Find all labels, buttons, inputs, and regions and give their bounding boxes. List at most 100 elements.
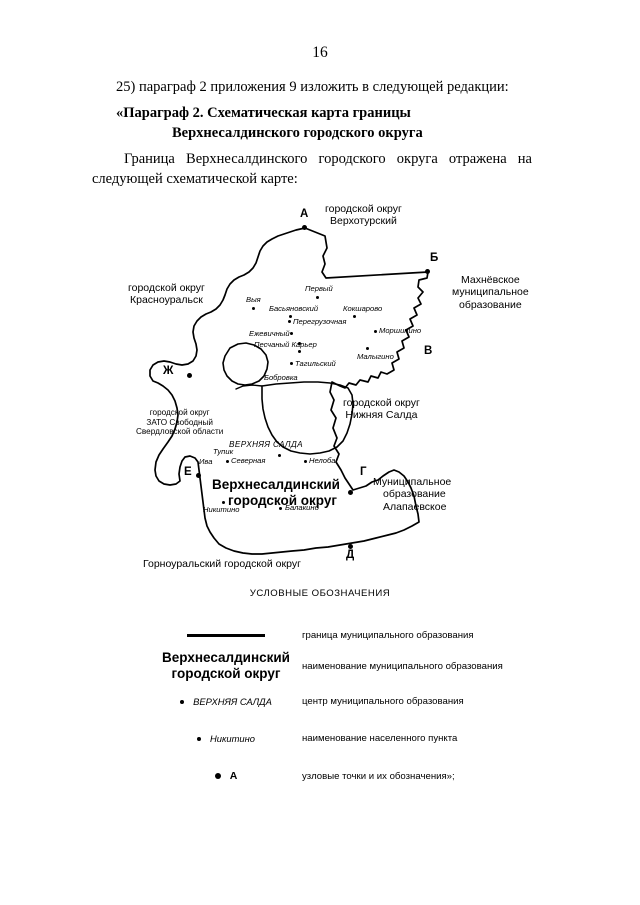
neighbour-zato-svobodny-line1: городской округ: [149, 408, 210, 417]
node-point-a-dot: [302, 225, 307, 230]
settlement-pervyy-dot: [316, 296, 319, 299]
neighbour-nizhnyaya-salda: городской округ Нижняя Салда: [343, 397, 420, 422]
settlement-severnaya-label: Северная: [231, 456, 266, 465]
legend-desc-node-points: узловые точки и их обозначения»;: [302, 770, 455, 782]
settlement-nikitino-label: Никитино: [203, 505, 240, 514]
legend-center-sample: ВЕРХНЯЯ САЛДА: [193, 696, 272, 707]
settlement-peschanyy-karyer-label: Песчаный Карьер: [254, 340, 317, 349]
intro-paragraph: 25) параграф 2 приложения 9 изложить в с…: [116, 79, 509, 95]
section-heading: «Параграф 2. Схематическая карта границы…: [116, 104, 526, 143]
legend-node-sample: А: [229, 770, 238, 782]
neighbour-mahnevskoe-line1: Махнёвское: [461, 274, 520, 286]
legend-row-node-points: А узловые точки и их обозначения»;: [150, 770, 550, 782]
settlement-vyya-label: Выя: [246, 295, 261, 304]
node-point-g-dot: [348, 490, 353, 495]
settlement-ezhevichnyy-dot: [290, 332, 293, 335]
settlement-severnaya-dot: [226, 460, 229, 463]
settlement-morshinino-dot: [374, 330, 377, 333]
neighbour-krasnouralsk-line1: городской округ: [128, 282, 205, 294]
neighbour-mahnevskoe-line3: образование: [458, 298, 522, 311]
okrug-name-line-1: Верхнесалдинский: [212, 477, 340, 492]
legend-okrug-sample-line2: городской округ: [171, 666, 281, 682]
neighbour-alapaevskoe-line1: Муниципальное: [373, 476, 452, 488]
settlement-ezhevichnyy-label: Ежевичный: [249, 329, 290, 338]
settlement-balakino-label: Балакино: [285, 503, 319, 512]
legend-desc-center: центр муниципального образования: [302, 696, 464, 707]
legend-settlement-sample: Никитино: [209, 733, 256, 744]
neighbour-mahnevskoe-line2: муниципальное: [452, 286, 529, 299]
node-point-a-label: А: [300, 208, 309, 220]
boundary-line-icon: [187, 634, 265, 637]
neighbour-verhoturskiy-line2: Верхотурский: [330, 215, 397, 228]
center-verhnyaya-salda-dot: [278, 454, 281, 457]
node-point-dot-icon: [214, 773, 221, 779]
node-point-b-label: Б: [430, 252, 439, 264]
legend-desc-settlement: наименование населенного пункта: [302, 733, 458, 744]
settlement-koksharovo-dot: [353, 315, 356, 318]
heading-line-2: Верхнесалдинского городского округа: [172, 124, 423, 141]
legend-row-boundary: граница муниципального образования: [150, 630, 550, 641]
center-verhnyaya-salda-label: ВЕРХНЯЯ САЛДА: [229, 440, 303, 449]
zato-svobodny-enclave-boundary: [222, 342, 269, 386]
legend-symbol-center: ВЕРХНЯЯ САЛДА: [150, 696, 302, 707]
legend-title: УСЛОВНЫЕ ОБОЗНАЧЕНИЯ: [249, 588, 391, 599]
legend-okrug-sample: Верхнесалдинский городской округ: [162, 650, 290, 682]
neighbour-nizhnyaya-salda-line1: городской округ: [343, 397, 420, 409]
settlement-peschanyy-karyer-dot-2: [298, 350, 301, 353]
page-number: 16: [312, 44, 328, 61]
neighbour-alapaevskoe-line3: Алапаевское: [383, 500, 447, 513]
node-point-d-label: Д: [346, 549, 355, 561]
settlement-malygino-dot: [366, 347, 369, 350]
neighbour-alapaevskoe: Муниципальное образование Алапаевское: [373, 476, 451, 513]
body-paragraph: Граница Верхнесалдинского городского окр…: [92, 150, 532, 189]
bobrovka-boundary-segment: [235, 384, 263, 390]
settlement-malygino-label: Малыгино: [357, 352, 394, 361]
neighbour-alapaevskoe-line2: образование: [383, 488, 446, 501]
okrug-name-line-2: городской округ: [228, 493, 337, 508]
heading-line-1: «Параграф 2. Схематическая карта границы: [116, 105, 411, 121]
settlement-pervyy-label: Первый: [305, 284, 333, 293]
nizhnyaya-salda-enclave-boundary: [261, 381, 354, 455]
settlement-tagilskiy-label: Тагильский: [295, 359, 336, 368]
node-point-e-dot: [196, 473, 201, 478]
node-point-v-label: В: [424, 345, 433, 357]
node-point-zh-dot: [187, 373, 192, 378]
settlement-basyanovskiy-label: Басьяновский: [269, 304, 319, 313]
neighbour-krasnouralsk-line2: Красноуральск: [130, 294, 203, 307]
settlement-tagilskiy-dot: [290, 362, 293, 365]
neighbour-nizhnyaya-salda-line2: Нижняя Салда: [345, 409, 418, 422]
node-point-b-dot: [425, 269, 430, 274]
node-point-d-dot: [348, 544, 353, 549]
neighbour-verhoturskiy-line1: городской округ: [325, 203, 402, 215]
legend-symbol-municipality-name: Верхнесалдинский городской округ: [150, 650, 302, 682]
settlement-balakino-dot: [279, 507, 282, 510]
center-dot-icon: [180, 699, 185, 704]
legend-desc-boundary: граница муниципального образования: [302, 630, 474, 641]
map-boundary-drawing: [149, 227, 429, 555]
neighbour-verhoturskiy: городской округ Верхотурский: [325, 203, 402, 228]
okrug-center-dot: [222, 501, 225, 504]
settlement-neloba-label: Нелоба: [309, 456, 336, 465]
settlement-bobrovka-label: Бобровка: [264, 373, 298, 382]
legend-row-settlement: Никитино наименование населенного пункта: [150, 733, 550, 744]
neighbour-krasnouralsk: городской округ Красноуральск: [128, 282, 205, 307]
settlement-peschanyy-karyer-dot: [298, 342, 301, 345]
settlement-peregruzochnaya-label: Перегрузочная: [293, 317, 347, 326]
settlement-neloba-dot: [304, 460, 307, 463]
neighbour-mahnevskoe: Махнёвское муниципальное образование: [452, 274, 529, 311]
settlement-basyanovskiy-dot: [289, 315, 292, 318]
neighbour-gornouralskiy-line1: Горноуральский городской округ: [143, 558, 301, 570]
node-point-g-label: Г: [360, 466, 367, 478]
body-paragraph-text: Граница Верхнесалдинского городского окр…: [92, 151, 532, 187]
legend-symbol-settlement: Никитино: [150, 733, 302, 744]
settlement-peregruzochnaya-dot: [288, 320, 291, 323]
neighbour-zato-svobodny: городской округ ЗАТО Свободный Свердловс…: [136, 408, 223, 437]
settlement-morshinino-label: Моршинино: [379, 326, 422, 335]
legend-symbol-node-point: А: [150, 770, 302, 782]
settlement-koksharovo-label: Кокшарово: [343, 304, 383, 313]
neighbour-gornouralskiy: Горноуральский городской округ: [143, 558, 301, 570]
settlement-dot-icon: [196, 736, 201, 741]
settlement-vyya-dot: [252, 307, 255, 310]
legend-okrug-sample-line1: Верхнесалдинский: [162, 650, 290, 665]
